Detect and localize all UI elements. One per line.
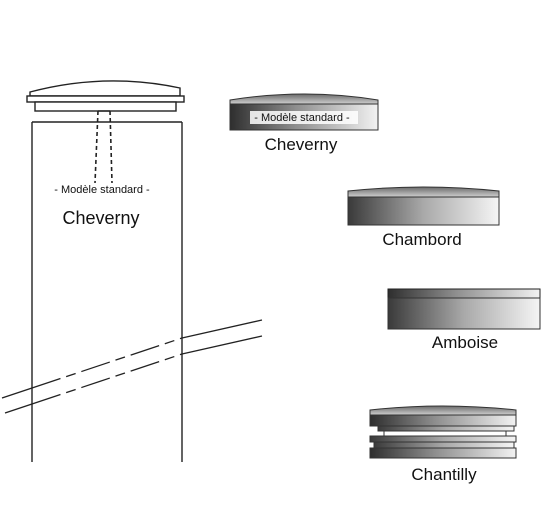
cap-chambord-body xyxy=(347,196,500,226)
cap-amboise-name: Amboise xyxy=(432,333,498,352)
post-cap-dome xyxy=(29,80,181,97)
post-name: Cheverny xyxy=(62,208,139,228)
cap-chambord xyxy=(347,186,500,226)
post-subtitle: - Modèle standard - xyxy=(54,184,150,196)
cap-cheverny: - Modèle standard - xyxy=(229,93,379,131)
post-cap-plate xyxy=(26,95,185,103)
cap-chambord-dome xyxy=(347,186,500,198)
cap-chantilly-base xyxy=(369,447,517,459)
cap-chantilly-ring-3 xyxy=(373,441,515,449)
cap-cheverny-name: Cheverny xyxy=(265,135,338,154)
post-cap-collar xyxy=(34,101,177,112)
cap-cheverny-subtitle: - Modèle standard - xyxy=(254,112,350,124)
cap-chantilly-ring-1 xyxy=(377,425,515,432)
cap-chambord-name: Chambord xyxy=(382,230,461,249)
cap-amboise-rim xyxy=(387,288,541,299)
cap-cheverny-dome xyxy=(229,93,379,105)
cap-chantilly-ring-2 xyxy=(369,435,517,443)
cap-chantilly-dome xyxy=(369,405,517,416)
cap-amboise xyxy=(387,288,541,330)
cap-chantilly-groove-1 xyxy=(383,430,507,437)
ground-break-lines xyxy=(1,319,263,414)
post-spigot-hidden xyxy=(94,110,113,184)
cap-cheverny-label-bg xyxy=(250,111,358,124)
post-drawing xyxy=(1,80,263,462)
cap-amboise-body xyxy=(387,297,541,330)
cap-chantilly-name: Chantilly xyxy=(411,465,477,484)
cap-chantilly-body xyxy=(369,414,517,427)
cap-chantilly xyxy=(369,405,517,459)
